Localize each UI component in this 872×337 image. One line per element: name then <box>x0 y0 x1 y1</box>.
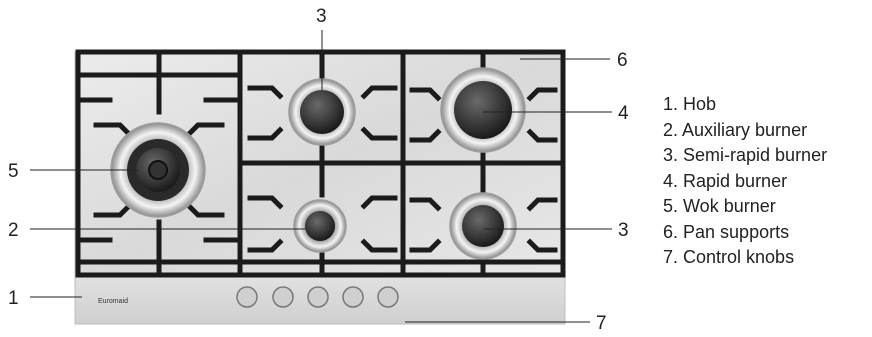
callout-auxiliary-burner: 2 <box>8 220 19 241</box>
control-knob[interactable] <box>342 286 364 308</box>
legend-item-pan-supports: 6. Pan supports <box>663 221 790 242</box>
legend-item-semi-rapid-burner: 3. Semi-rapid burner <box>663 145 828 165</box>
auxiliary-burner <box>293 199 347 253</box>
callout-pan-supports: 6 <box>617 50 628 71</box>
callout-wok-burner: 5 <box>8 161 19 182</box>
control-knob[interactable] <box>307 286 329 308</box>
legend-item-rapid-burner: 4. Rapid burner <box>663 170 788 191</box>
leader-lines <box>30 30 612 323</box>
control-knobs <box>236 286 399 308</box>
callout-hob: 1 <box>8 288 19 309</box>
legend-item-auxiliary-burner: 2. Auxiliary burner <box>663 119 808 140</box>
control-knob[interactable] <box>236 286 258 308</box>
callout-semi-rapid-top: 3 <box>316 6 327 27</box>
control-knob[interactable] <box>377 286 399 308</box>
legend-item-wok-burner: 5. Wok burner <box>663 196 776 216</box>
semi-rapid-burner-top <box>288 78 356 146</box>
legend-item-control-knobs: 7. Control knobs <box>663 247 795 267</box>
brand-logo: Euromaid <box>98 298 128 305</box>
callout-rapid-burner: 4 <box>618 103 629 124</box>
rapid-burner <box>440 67 526 153</box>
semi-rapid-burner-bottom <box>449 192 517 260</box>
legend-item-hob: 1. Hob <box>663 94 717 114</box>
callout-control-knobs: 7 <box>596 313 607 332</box>
legend: 1. Hob 2. Auxiliary burner 3. Semi-rapid… <box>663 92 827 271</box>
callout-semi-rapid-bottom: 3 <box>618 220 629 241</box>
control-knob[interactable] <box>272 286 294 308</box>
wok-burner <box>110 122 206 218</box>
